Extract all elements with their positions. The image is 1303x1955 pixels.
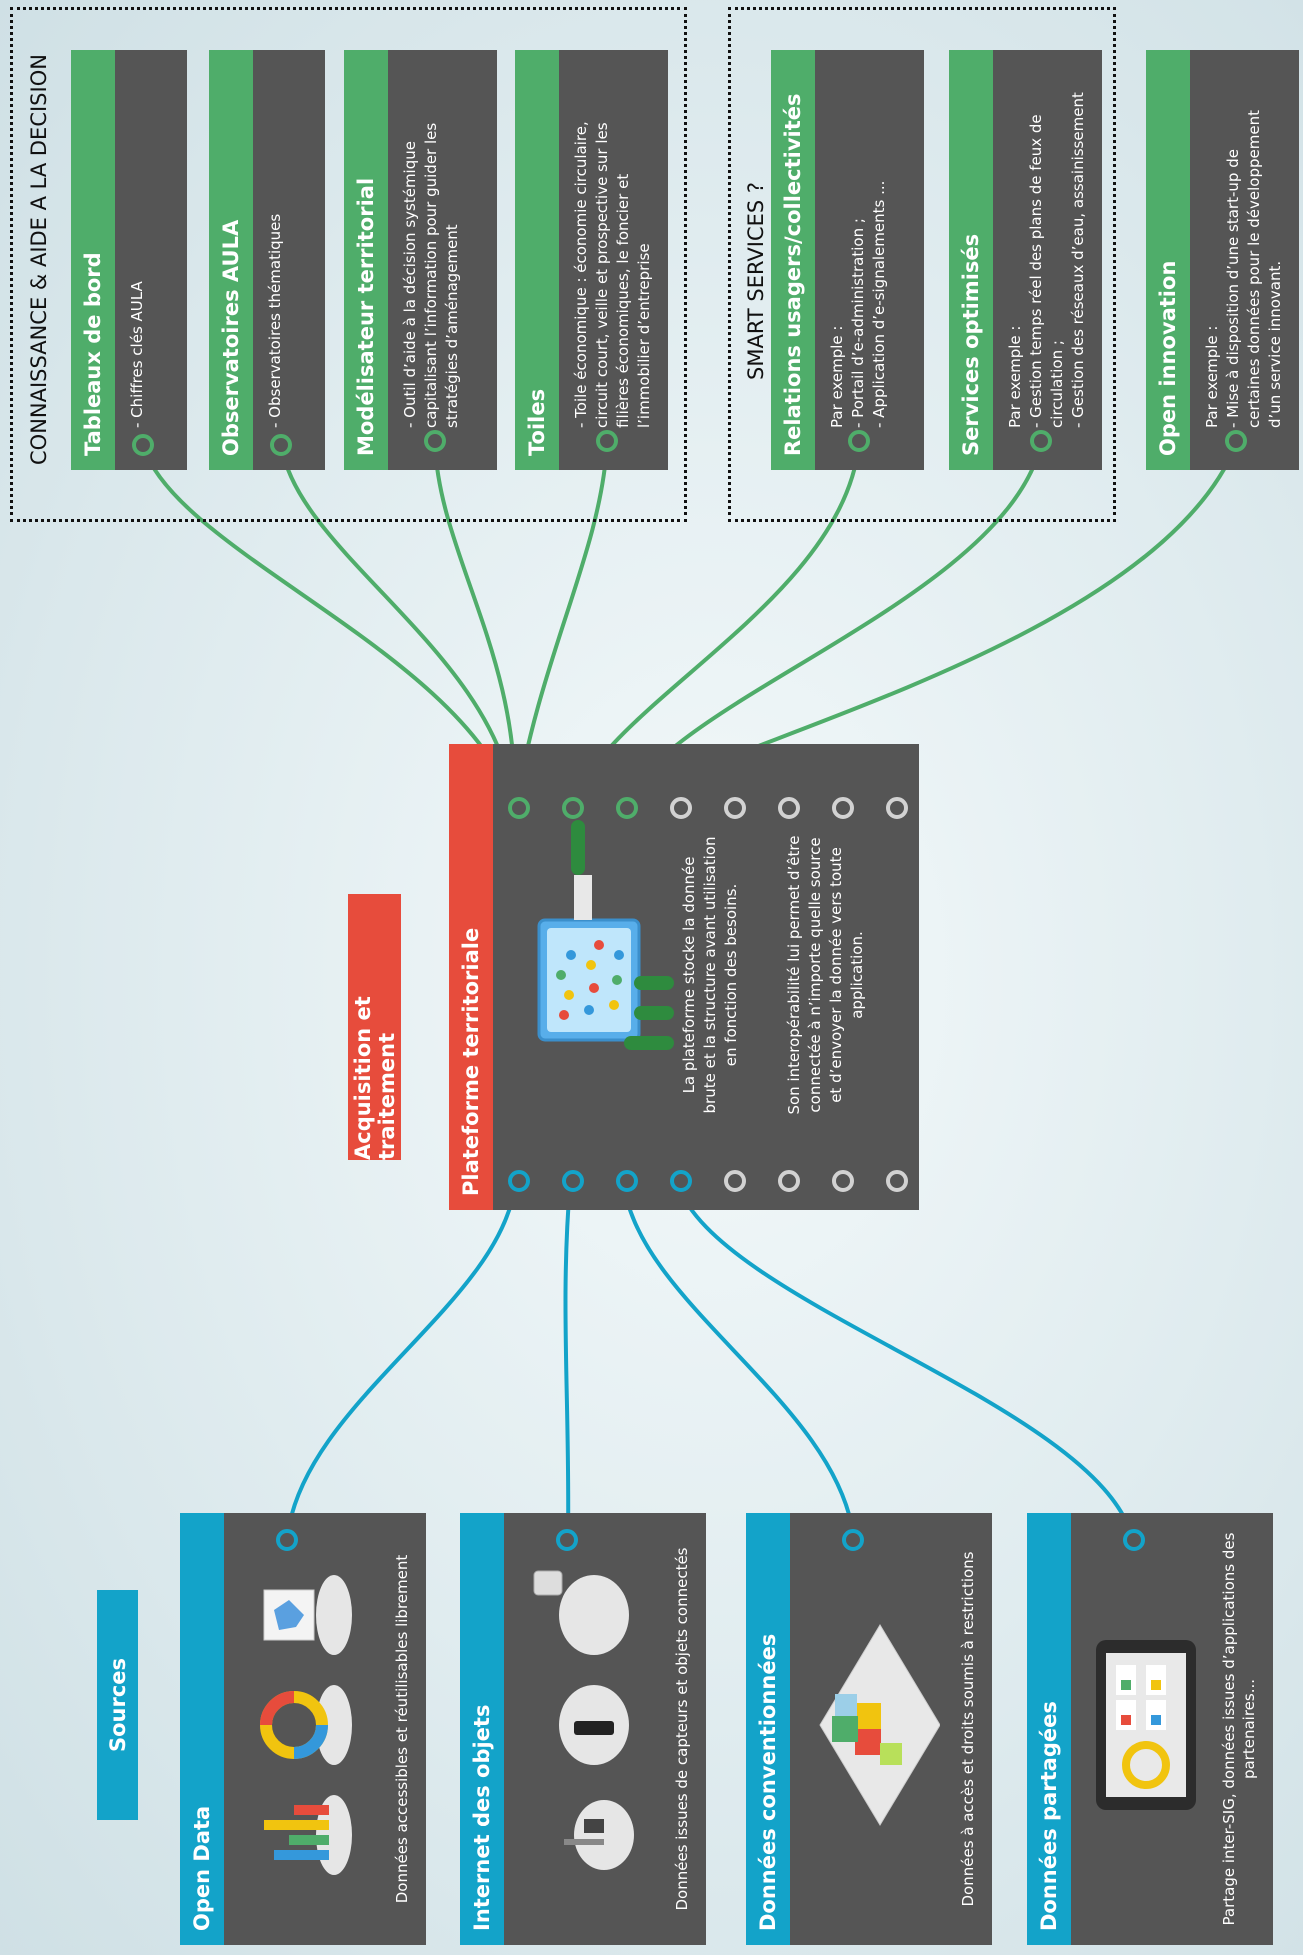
tablet-illustration: [1096, 1640, 1196, 1810]
connector-ring: [596, 430, 618, 452]
card-text: - Toile économique : économie circulaire…: [572, 121, 653, 428]
card-title: Toiles: [515, 50, 559, 470]
connector-ring: [556, 1529, 578, 1551]
card-title: Relations usagers/collectivités: [771, 50, 815, 470]
wire-partagees: [676, 1184, 1135, 1541]
card-text: Par exemple : - Gestion temps réel des p…: [1006, 92, 1087, 428]
platform-illustration: [537, 820, 674, 1050]
connector-ring: [1030, 430, 1052, 452]
card-observatoires[interactable]: Observatoires AULA - Observatoires théma…: [209, 50, 325, 470]
platform-output-ring-empty: [832, 797, 854, 819]
connector-ring: [276, 1529, 298, 1551]
card-body: Données à accès et droits soumis à restr…: [790, 1513, 992, 1945]
platform-input-ring-empty: [886, 1170, 908, 1192]
card-text: Par exemple : - Mise à disposition d’une…: [1203, 110, 1284, 428]
card-text: Par exemple : - Portail d’e-administrati…: [828, 180, 888, 428]
connector-ring: [132, 434, 154, 456]
platform-output-ring: [562, 797, 584, 819]
card-relations-usagers[interactable]: Relations usagers/collectivités Par exem…: [771, 50, 924, 470]
platform-input-ring: [616, 1170, 638, 1192]
connector-ring: [842, 1529, 864, 1551]
card-text: - Observatoires thématiques: [266, 213, 284, 428]
platform-output-ring-empty: [724, 797, 746, 819]
platform-card[interactable]: Plateforme territoriale La plateforme st…: [449, 744, 919, 1210]
card-text: Données issues de capteurs et objets con…: [673, 1547, 691, 1911]
platform-text-1: La plateforme stocke la donnée brute et …: [680, 836, 740, 1114]
connector-ring: [424, 430, 446, 452]
card-body: Données issues de capteurs et objets con…: [504, 1513, 706, 1945]
card-body: Données accessibles et réutilisables lib…: [224, 1513, 426, 1945]
connector-ring: [1123, 1529, 1145, 1551]
iot-illustration: [533, 1570, 634, 1870]
card-title: Open Data: [180, 1513, 224, 1945]
wire-iot: [563, 1184, 572, 1541]
card-donnees-partagees[interactable]: Données partagées Partage inter-SIG, don…: [1027, 1513, 1273, 1945]
card-text: Données accessibles et réutilisables lib…: [393, 1554, 411, 1904]
sources-label: Sources: [97, 1590, 138, 1820]
card-internet-des-objets[interactable]: Internet des objets Données issues de ca…: [460, 1513, 706, 1945]
card-title: Observatoires AULA: [209, 50, 253, 470]
platform-input-ring-empty: [724, 1170, 746, 1192]
card-title: Données conventionnées: [746, 1513, 790, 1945]
card-body: Partage inter-SIG, données issues d’appl…: [1071, 1513, 1273, 1945]
platform-text-2: Son interopérabilité lui permet d’être c…: [785, 835, 866, 1115]
card-services-optimises[interactable]: Services optimisés Par exemple : - Gesti…: [949, 50, 1102, 470]
card-title: Open innovation: [1146, 50, 1190, 470]
card-modelisateur[interactable]: Modélisateur territorial - Outil d’aide …: [344, 50, 497, 470]
card-open-data[interactable]: Open Data Données accessibles et réutili…: [180, 1513, 426, 1945]
platform-output-ring-empty: [886, 797, 908, 819]
card-title: Données partagées: [1027, 1513, 1071, 1945]
card-title: Services optimisés: [949, 50, 993, 470]
card-text: Données à accès et droits soumis à restr…: [959, 1551, 977, 1907]
card-text: Partage inter-SIG, données issues d’appl…: [1220, 1532, 1258, 1926]
connector-ring: [1225, 430, 1247, 452]
platform-output-ring: [616, 797, 638, 819]
connector-ring: [848, 430, 870, 452]
wire-open-data: [285, 1184, 517, 1541]
platform-input-ring: [562, 1170, 584, 1192]
card-tableaux-de-bord[interactable]: Tableaux de bord - Chiffres clés AULA: [71, 50, 187, 470]
card-title: Tableaux de bord: [71, 50, 115, 470]
card-toiles[interactable]: Toiles - Toile économique : économie cir…: [515, 50, 668, 470]
platform-output-ring-empty: [778, 797, 800, 819]
open-data-illustration: [260, 1575, 352, 1875]
acquisition-label: Acquisition et traitement: [348, 894, 401, 1160]
conventionnees-illustration: [819, 1624, 940, 1826]
platform-output-ring-empty: [670, 797, 692, 819]
platform-input-ring: [508, 1170, 530, 1192]
connector-ring: [270, 434, 292, 456]
decision-frame-title: CONNAISSANCE & AIDE A LA DECISION: [27, 54, 51, 465]
wire-conventionnees: [622, 1184, 856, 1541]
card-open-innovation[interactable]: Open innovation Par exemple : - Mise à d…: [1146, 50, 1299, 470]
card-text: - Outil d’aide à la décision systémique …: [401, 122, 461, 428]
card-donnees-conventionnees[interactable]: Données conventionnées Données à accès e…: [746, 1513, 992, 1945]
card-title: Internet des objets: [460, 1513, 504, 1945]
card-text: - Chiffres clés AULA: [128, 281, 146, 428]
smart-services-frame-title: SMART SERVICES ?: [744, 181, 768, 380]
card-title: Modélisateur territorial: [344, 50, 388, 470]
platform-input-ring-empty: [832, 1170, 854, 1192]
platform-input-ring-empty: [778, 1170, 800, 1192]
platform-title: Plateforme territoriale: [449, 744, 493, 1210]
platform-output-ring: [508, 797, 530, 819]
platform-input-ring: [670, 1170, 692, 1192]
